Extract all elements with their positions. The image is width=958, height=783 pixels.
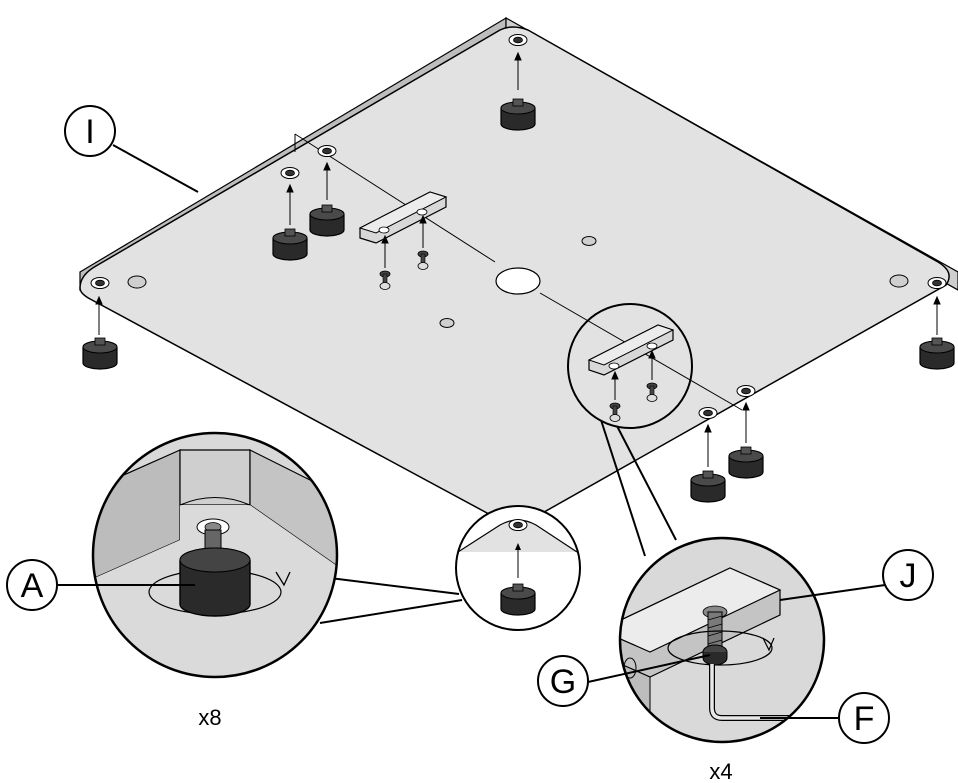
callout-G: G xyxy=(537,654,711,707)
bracket-detail-view xyxy=(618,536,826,744)
bracket-right xyxy=(587,324,675,376)
rubber-foot-icon xyxy=(919,337,955,370)
panel-hole xyxy=(439,318,455,328)
callout-label: J xyxy=(900,557,917,595)
feet-quantity: x8 xyxy=(198,705,221,730)
callout-A: A xyxy=(6,559,195,611)
bracket-quantity: x4 xyxy=(709,759,732,783)
rubber-foot-icon xyxy=(500,98,536,131)
foot-zoom-ring xyxy=(455,505,581,631)
callout-I: I xyxy=(64,105,199,193)
callout-label: A xyxy=(21,567,44,605)
zoom-link-line xyxy=(319,599,463,624)
callout-label: I xyxy=(85,113,94,151)
callout-J: J xyxy=(779,549,934,601)
zoom-link-line xyxy=(600,419,646,557)
zoom-link-line xyxy=(329,577,460,595)
callout-F: F xyxy=(760,692,890,744)
base-panel xyxy=(79,16,958,531)
panel-hole xyxy=(889,274,909,288)
callout-label: F xyxy=(854,700,875,738)
panel-hole xyxy=(581,236,597,246)
rubber-foot-icon xyxy=(728,446,764,479)
rubber-foot-icon xyxy=(690,470,726,503)
rotation-arrow-icon xyxy=(667,630,773,666)
rubber-foot-icon xyxy=(309,204,345,237)
rubber-foot-icon xyxy=(82,337,118,370)
rubber-foot-icon xyxy=(272,228,308,261)
panel-hole xyxy=(127,275,147,289)
foot-detail-view xyxy=(91,431,339,679)
up-arrow-icon xyxy=(95,51,941,578)
zoom-link-line xyxy=(616,425,677,541)
center-cable-hole xyxy=(495,267,541,295)
bracket-left xyxy=(358,191,448,244)
hex-key-icon xyxy=(709,664,800,721)
bracket-zoom-ring xyxy=(567,303,693,429)
callout-label: G xyxy=(550,663,576,701)
